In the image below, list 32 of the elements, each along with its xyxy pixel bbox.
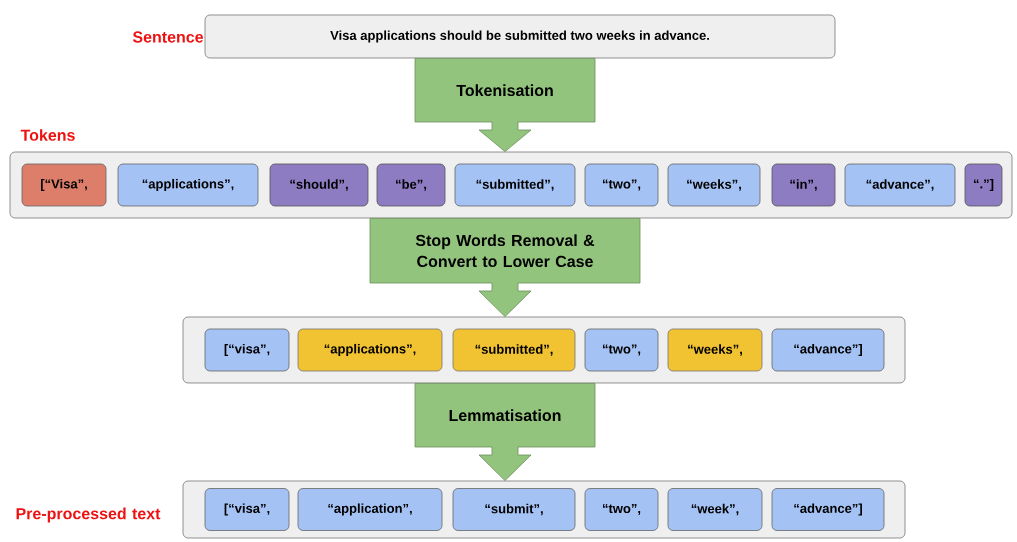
token-box: “in”, bbox=[771, 163, 836, 207]
token-box: “be”, bbox=[376, 163, 446, 207]
token-box: “advance”] bbox=[771, 328, 885, 372]
token-box: “should”, bbox=[269, 163, 369, 207]
row-label: Tokens bbox=[20, 129, 75, 141]
token-box: “applications”, bbox=[117, 163, 259, 207]
block-arrow bbox=[414, 383, 596, 481]
row-label: Sentence bbox=[132, 31, 203, 43]
block-arrow bbox=[414, 58, 596, 152]
token-box: “week”, bbox=[667, 488, 763, 531]
edge-label: Lemmatisation bbox=[449, 409, 561, 422]
token-box: “two”, bbox=[584, 488, 659, 531]
token-box: “application”, bbox=[297, 488, 443, 531]
token-box: “two”, bbox=[584, 163, 659, 207]
block-arrow bbox=[369, 218, 641, 317]
row-label: Pre-processed text bbox=[16, 507, 161, 523]
sentence-box: Visa applications should be submitted two weeks in advance. bbox=[204, 14, 836, 59]
token-box: “advance”, bbox=[844, 163, 956, 207]
token-box: [“visa”, bbox=[204, 488, 290, 531]
token-box: [“Visa”, bbox=[21, 163, 107, 207]
edge-label: Stop Words Removal & Convert to Lower Case bbox=[415, 234, 595, 268]
edge-label: Tokenisation bbox=[456, 84, 553, 97]
token-box: “weeks”, bbox=[667, 163, 761, 207]
token-box: “submit”, bbox=[452, 488, 576, 531]
token-box: “weeks”, bbox=[667, 328, 763, 372]
token-box: [“visa”, bbox=[204, 328, 290, 372]
token-box: “applications”, bbox=[297, 328, 443, 372]
token-box: “two”, bbox=[584, 328, 659, 372]
token-box: “submitted”, bbox=[452, 328, 576, 372]
token-box: “advance”] bbox=[771, 488, 885, 531]
token-box: “.”] bbox=[964, 163, 1003, 207]
token-box: “submitted”, bbox=[454, 163, 576, 207]
